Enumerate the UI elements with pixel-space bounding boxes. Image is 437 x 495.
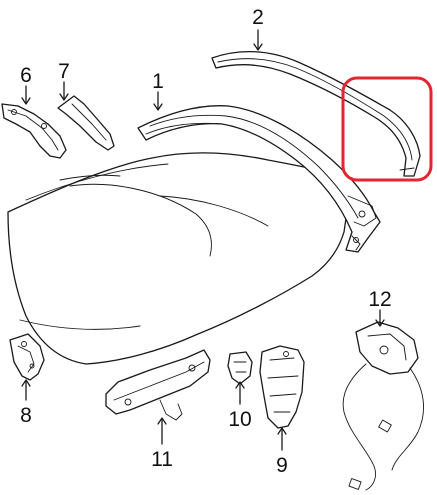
label-part-7: 7: [58, 60, 70, 83]
soft-top-canvas: [7, 152, 353, 365]
part-11-plate: [105, 349, 211, 421]
label-part-8: 8: [20, 404, 32, 427]
part-10-clip: [227, 351, 253, 385]
part-9-bracket: [259, 345, 305, 429]
part-12-latch-cable: [342, 321, 424, 491]
part-8-latch-bracket: [9, 333, 45, 381]
label-part-6: 6: [20, 64, 32, 87]
label-part-11: 11: [151, 448, 173, 471]
part-1-front-bow: [137, 105, 381, 253]
leader-lines: [21, 29, 385, 451]
label-part-12: 12: [368, 288, 391, 311]
part-6-bracket: [1, 103, 67, 159]
label-part-10: 10: [228, 408, 251, 431]
part-7-trim: [57, 95, 115, 151]
highlight-callout: [341, 76, 433, 182]
label-part-2: 2: [252, 6, 264, 29]
part-2-rear-rail: [211, 50, 421, 177]
label-part-1: 1: [152, 70, 164, 93]
label-part-9: 9: [276, 454, 288, 477]
